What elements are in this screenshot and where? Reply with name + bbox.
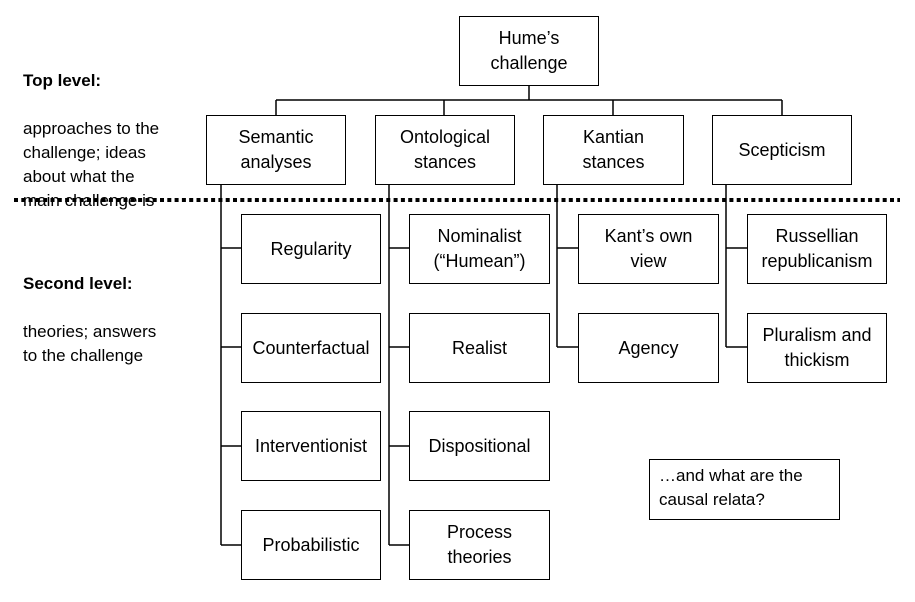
approach-node-semantic-analyses: Semantic analyses [206,115,346,185]
theory-node-probabilistic: Probabilistic [241,510,381,580]
theory-node-counterfactual: Counterfactual [241,313,381,383]
theory-node-interventionist: Interventionist [241,411,381,481]
causal-relata-note: …and what are the causal relata? [649,459,840,520]
approach-node-ontological-stances: Ontological stances [375,115,515,185]
theory-node-pluralism-and-thickism: Pluralism and thickism [747,313,887,383]
top-level-label: Top level: approaches to the challenge; … [23,45,159,213]
theory-node-process-theories: Process theories [409,510,550,580]
second-level-label: Second level: theories; answers to the c… [23,248,156,368]
approach-node-scepticism: Scepticism [712,115,852,185]
second-level-title: Second level: [23,274,133,293]
theory-node-dispositional: Dispositional [409,411,550,481]
theory-node-agency: Agency [578,313,719,383]
approach-node-kantian-stances: Kantian stances [543,115,684,185]
top-level-title: Top level: [23,71,102,90]
root-node-humes-challenge: Hume’s challenge [459,16,599,86]
theory-node-kants-own-view: Kant’s own view [578,214,719,284]
theory-node-realist: Realist [409,313,550,383]
top-level-description: approaches to the challenge; ideas about… [23,119,160,210]
second-level-description: theories; answers to the challenge [23,322,157,365]
theory-node-regularity: Regularity [241,214,381,284]
theory-node-nominalist: Nominalist (“Humean”) [409,214,550,284]
theory-node-russellian-republicanism: Russellian republicanism [747,214,887,284]
